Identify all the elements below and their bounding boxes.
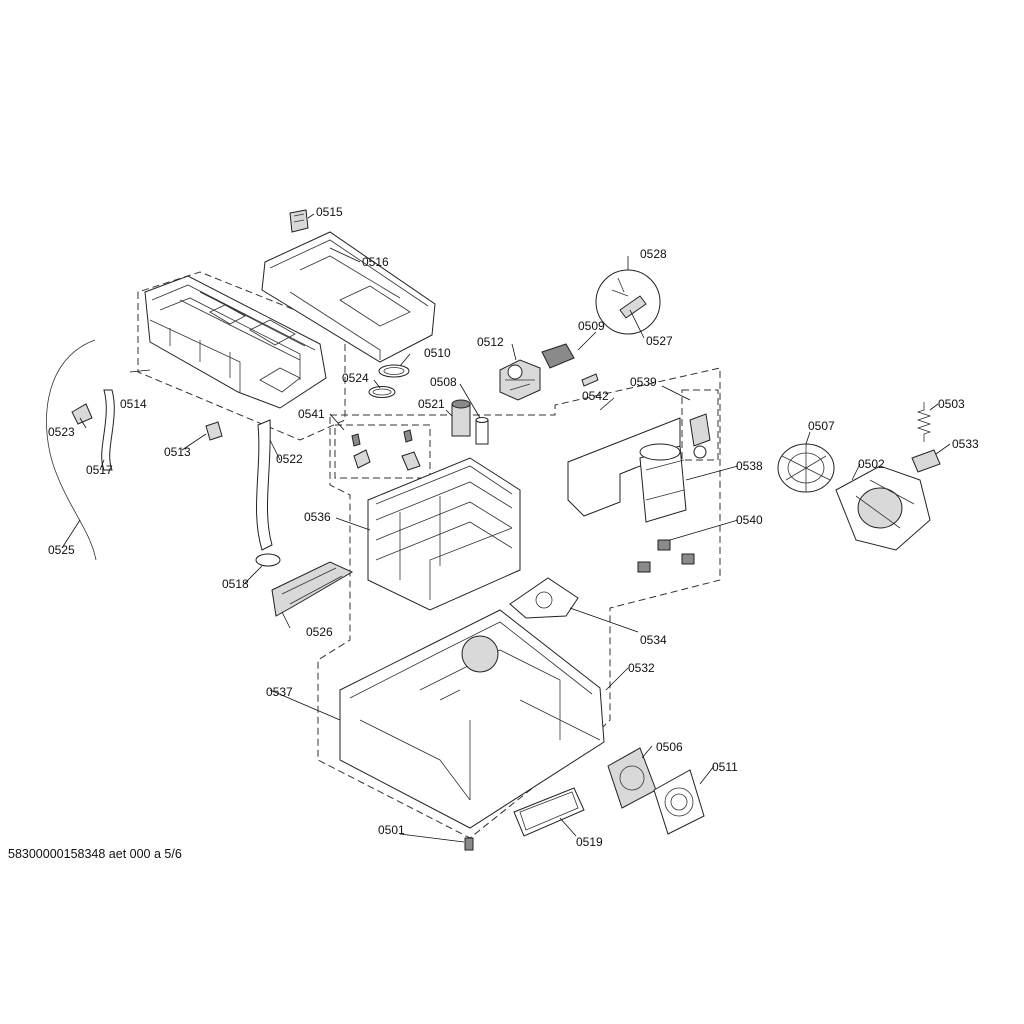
callout-0524: 0524 — [342, 371, 369, 385]
callout-0510: 0510 — [424, 346, 451, 360]
callout-0515: 0515 — [316, 205, 343, 219]
part-0517-hose[interactable] — [101, 389, 115, 471]
callout-0517: 0517 — [86, 463, 113, 477]
part-0507-fan-wheel[interactable] — [777, 443, 835, 493]
callout-0536: 0536 — [304, 510, 331, 524]
part-0540-rubber-feet[interactable] — [637, 539, 695, 573]
part-0503-spring[interactable] — [916, 402, 932, 442]
callout-0541: 0541 — [298, 407, 325, 421]
part-0542-mounting-plate[interactable] — [567, 417, 681, 517]
part-0502-drive-motor[interactable] — [835, 465, 931, 551]
part-0536-heat-exchanger[interactable] — [367, 457, 521, 611]
part-0541-fixing-screws[interactable] — [351, 429, 421, 471]
part-0521-capacitor[interactable] — [451, 399, 471, 437]
part-0508-capacitor[interactable] — [475, 417, 489, 445]
part-0513-microswitch[interactable] — [205, 421, 223, 441]
callout-0533: 0533 — [952, 437, 979, 451]
part-0518-seal-ring[interactable] — [255, 553, 281, 567]
part-0533-bracket[interactable] — [911, 449, 941, 473]
leader-lines — [61, 213, 951, 843]
callout-0528: 0528 — [640, 247, 667, 261]
callout-labels: 0515 0516 0528 0509 0527 0512 0510 0524 … — [48, 205, 979, 849]
callout-0540: 0540 — [736, 513, 763, 527]
part-0537-base-frame[interactable] — [339, 609, 605, 829]
part-0534-mounting-plate[interactable] — [509, 577, 579, 619]
callout-0511: 0511 — [712, 760, 738, 774]
part-0523-bracket[interactable] — [71, 403, 93, 425]
callout-0502: 0502 — [858, 457, 885, 471]
callout-0512: 0512 — [477, 335, 504, 349]
callout-0507: 0507 — [808, 419, 835, 433]
part-0522-connecting-hose[interactable] — [256, 419, 273, 551]
callout-0516: 0516 — [362, 255, 389, 269]
callout-0509: 0509 — [578, 319, 605, 333]
assembly-outline-fittings — [334, 424, 431, 479]
callout-0513: 0513 — [164, 445, 191, 459]
part-0511-fan-grille[interactable] — [653, 769, 705, 835]
callout-0523: 0523 — [48, 425, 75, 439]
callout-0532: 0532 — [628, 661, 655, 675]
callout-0527: 0527 — [646, 334, 673, 348]
callout-0539: 0539 — [630, 375, 657, 389]
callout-0526: 0526 — [306, 625, 333, 639]
part-0509-sensor[interactable] — [541, 343, 575, 369]
callout-0503: 0503 — [938, 397, 965, 411]
part-0510-seal-ring[interactable] — [378, 364, 410, 378]
part-0527-screw[interactable] — [581, 373, 599, 387]
callout-0506: 0506 — [656, 740, 683, 754]
part-0514-water-container[interactable] — [144, 275, 327, 409]
callout-0525: 0525 — [48, 543, 75, 557]
part-0528-detail-view[interactable] — [595, 269, 661, 335]
part-0515-cover-clip[interactable] — [289, 209, 309, 233]
part-0506-cooling-fan[interactable] — [607, 747, 657, 809]
part-0519-seal[interactable] — [513, 787, 585, 837]
assembly-outline-valve — [681, 389, 719, 461]
part-0538-compressor[interactable] — [639, 443, 687, 523]
callout-0542: 0542 — [582, 389, 609, 403]
document-code: 58300000158348 aet 000 a 5/6 — [8, 847, 182, 861]
part-0524-seal-ring[interactable] — [368, 386, 396, 398]
callout-0538: 0538 — [736, 459, 763, 473]
part-0501-screw[interactable] — [464, 837, 474, 851]
callout-0508: 0508 — [430, 375, 457, 389]
part-0512-condensate-pump[interactable] — [499, 359, 541, 401]
callout-0501: 0501 — [378, 823, 405, 837]
callout-0522: 0522 — [276, 452, 303, 466]
callout-0518: 0518 — [222, 577, 249, 591]
part-0516-water-tank-cover[interactable] — [261, 231, 436, 363]
callout-0521: 0521 — [418, 397, 445, 411]
assembly-outline-water-container — [137, 271, 346, 441]
callout-0519: 0519 — [576, 835, 603, 849]
part-0539-expansion-valve[interactable] — [689, 413, 711, 459]
callout-0534: 0534 — [640, 633, 667, 647]
callout-0514: 0514 — [120, 397, 147, 411]
part-0525-drain-hose[interactable] — [46, 339, 97, 561]
part-0526-filter-housing[interactable] — [271, 561, 354, 617]
callout-0537: 0537 — [266, 685, 293, 699]
